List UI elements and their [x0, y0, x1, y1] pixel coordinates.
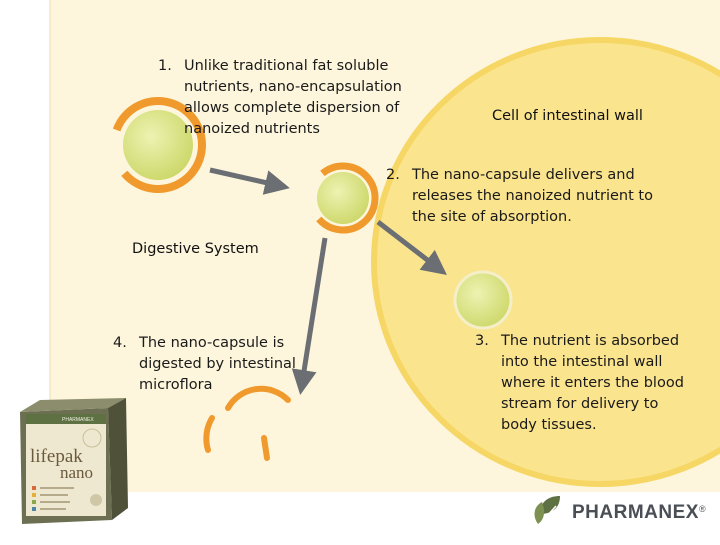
- pharmanex-logo-icon: [534, 496, 560, 527]
- cell-label: Cell of intestinal wall: [492, 108, 643, 124]
- product-box-image: PHARMANEX lifepak nano: [20, 398, 128, 524]
- nano-capsule-step-2: [307, 162, 379, 234]
- step-2-number: 2.: [386, 167, 400, 183]
- intestinal-cell: [371, 37, 720, 487]
- step-3-text: 3. The nutrient is absorbed into the int…: [475, 331, 697, 436]
- step-4-text: 4. The nano-capsule is digested by intes…: [113, 333, 313, 396]
- product-name-line1: lifepak: [30, 446, 83, 467]
- product-name-line2: nano: [60, 463, 93, 482]
- step-2-text: 2. The nano-capsule delivers and release…: [386, 165, 656, 228]
- step-4-description: The nano-capsule is digested by intestin…: [139, 335, 296, 393]
- brand-name: PHARMANEX: [572, 502, 699, 523]
- step-3-description: The nutrient is absorbed into the intest…: [501, 333, 684, 433]
- step-3-number: 3.: [475, 333, 489, 349]
- nutrient-absorbed: [453, 270, 513, 330]
- pharmanex-brand: PHARMANEX ®: [566, 502, 706, 524]
- nano-capsule-step-1: [110, 97, 206, 193]
- arrow-2-to-3: [376, 220, 447, 276]
- step-4-number: 4.: [113, 335, 127, 351]
- arrow-1-to-2: [209, 167, 290, 195]
- digestive-system-label: Digestive System: [132, 241, 259, 257]
- step-1-text: 1. Unlike traditional fat soluble nutrie…: [158, 56, 423, 140]
- step-2-description: The nano-capsule delivers and releases t…: [412, 167, 653, 225]
- step-1-number: 1.: [158, 58, 172, 74]
- product-brand-label: PHARMANEX: [62, 417, 94, 423]
- arrow-2-to-4: [291, 237, 328, 395]
- step-1-description: Unlike traditional fat soluble nutrients…: [184, 58, 402, 137]
- digested-capsule-fragments: [203, 385, 291, 461]
- brand-registered-mark: ®: [698, 504, 706, 514]
